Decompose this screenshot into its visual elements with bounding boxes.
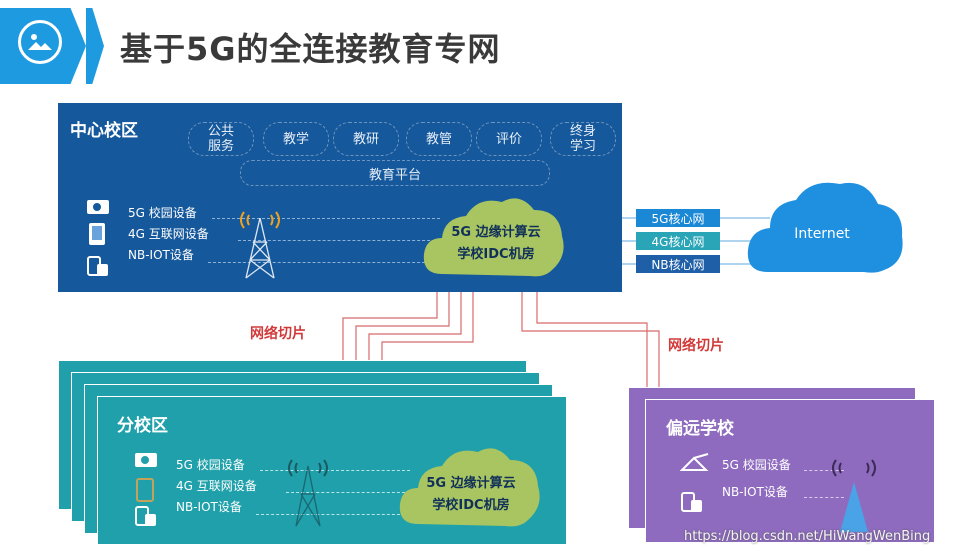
device-link <box>238 240 440 241</box>
main-campus-label: 中心校区 <box>70 121 138 141</box>
branch-device-5g: 5G 校园设备 <box>176 458 245 472</box>
antenna-tower-icon <box>832 459 876 532</box>
service-teaching: 教学 <box>263 122 329 156</box>
edge-cloud-main <box>423 198 564 277</box>
iot-device-icon <box>87 256 108 276</box>
camera-icon <box>87 200 109 214</box>
watermark: https://blog.csdn.net/HiWangWenBing <box>684 529 931 544</box>
edge-cloud-branch-label: 5G 边缘计算云 学校IDC机房 <box>426 476 516 513</box>
remote-device-nbiot: NB-IOT设备 <box>722 485 788 499</box>
branch-device-nbiot: NB-IOT设备 <box>176 500 242 514</box>
edge-cloud-main-label: 5G 边缘计算云 学校IDC机房 <box>451 225 541 262</box>
satellite-dish-icon <box>680 453 709 471</box>
device-link <box>804 497 844 498</box>
service-evaluation: 评价 <box>476 122 542 156</box>
network-slice-label: 网络切片 <box>668 338 724 354</box>
antenna-tower-icon <box>288 459 328 527</box>
edge-cloud-branch <box>399 448 540 527</box>
branch-device-4g: 4G 互联网设备 <box>176 479 257 493</box>
device-link <box>208 262 440 263</box>
device-link <box>260 470 410 471</box>
core-5g: 5G核心网 <box>636 209 720 227</box>
main-device-nbiot: NB-IOT设备 <box>128 248 194 262</box>
core-4g: 4G核心网 <box>636 232 720 250</box>
service-public: 公共服务 <box>188 122 254 156</box>
device-link <box>212 218 440 219</box>
remote-device-5g: 5G 校园设备 <box>722 458 791 472</box>
internet-label: Internet <box>794 226 850 242</box>
device-link <box>804 470 844 471</box>
internet-cloud-icon <box>747 182 903 273</box>
core-nb: NB核心网 <box>636 255 720 273</box>
network-slice-label: 网络切片 <box>250 326 306 342</box>
remote-school-label: 偏远学校 <box>666 419 734 439</box>
page-title: 基于5G的全连接教育专网 <box>120 30 501 68</box>
antenna-tower-icon <box>240 211 280 279</box>
service-lifelong: 终身学习 <box>550 122 616 156</box>
tablet-icon <box>89 223 105 245</box>
service-research: 教研 <box>333 122 399 156</box>
iot-device-icon <box>135 506 156 526</box>
main-device-5g: 5G 校园设备 <box>128 206 197 220</box>
iot-device-icon <box>681 492 702 512</box>
branch-campus-label: 分校区 <box>117 416 168 436</box>
device-link <box>286 492 410 493</box>
tablet-icon <box>136 478 154 502</box>
main-device-4g: 4G 互联网设备 <box>128 227 209 241</box>
image-icon <box>18 20 62 64</box>
service-management: 教管 <box>406 122 472 156</box>
camera-icon <box>135 453 157 467</box>
device-link <box>256 514 410 515</box>
education-platform: 教育平台 <box>240 160 550 186</box>
